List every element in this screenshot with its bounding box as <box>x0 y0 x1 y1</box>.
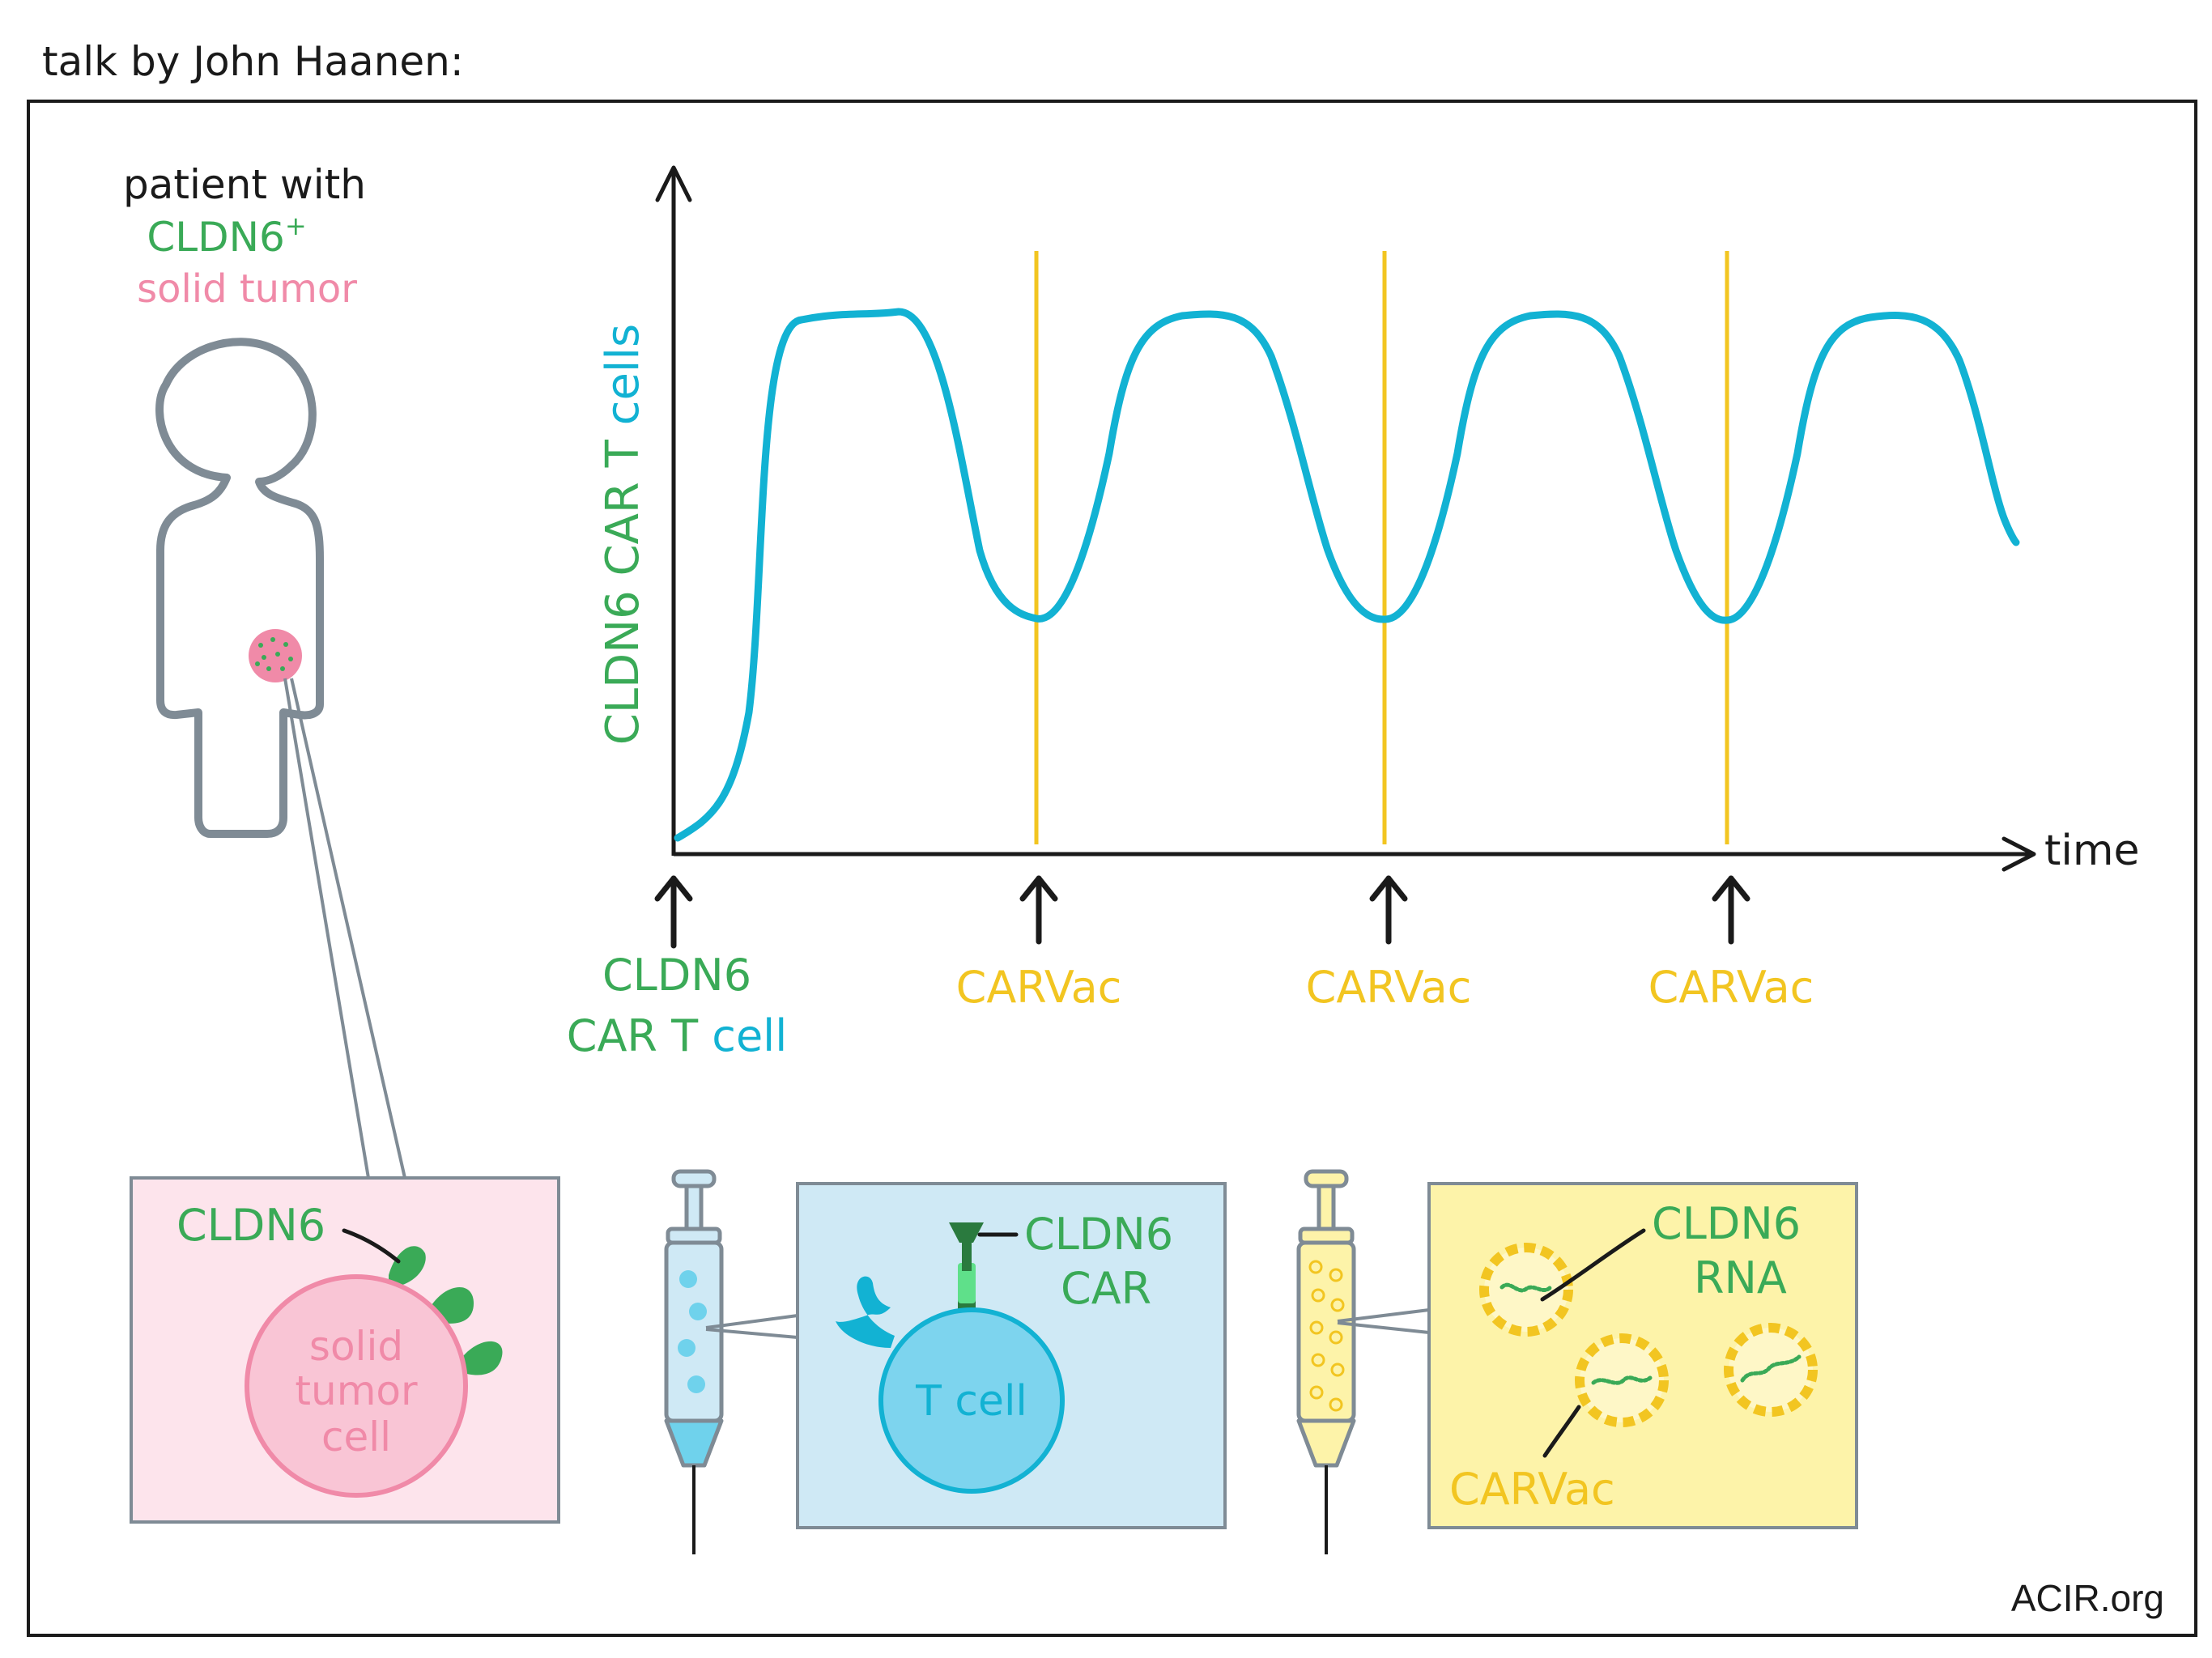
carvac-plunger-rod <box>1317 1184 1336 1233</box>
event-label-carvac-2: CARVac <box>1306 962 1472 1013</box>
tumor-cell-line3: cell <box>321 1414 391 1460</box>
zoom-line-right <box>290 678 406 1179</box>
rna-strands <box>1499 1282 1802 1385</box>
patient-caption: patient with CLDN6+ solid tumor <box>123 161 366 312</box>
patient-line1: patient with <box>123 161 366 208</box>
carvac-zoom-line-2 <box>1337 1321 1430 1334</box>
y-axis-title-part2: cells <box>597 324 649 440</box>
car-t-cell-curve <box>674 308 2020 842</box>
credit: ACIR.org <box>2011 1577 2164 1619</box>
main-frame <box>27 100 2197 1637</box>
event-arrow-carvac-2-head <box>1369 875 1408 902</box>
carvac-flange <box>1298 1226 1355 1245</box>
carvac-zoom-line-1 <box>1337 1308 1430 1323</box>
rna-strand-1 <box>1499 1282 1553 1293</box>
patient-line3: solid tumor <box>137 266 357 312</box>
t-cell <box>878 1307 1065 1494</box>
event-label-car-t-line2: CAR T cell <box>567 1010 787 1061</box>
tumor-spot <box>249 629 302 682</box>
event-label-carvac-1: CARVac <box>956 962 1122 1013</box>
car-label-line1: CLDN6 <box>1024 1209 1173 1260</box>
carvac-pointer <box>1542 1405 1581 1458</box>
x-axis-arrowhead <box>2001 836 2036 872</box>
tumor-cell-line1: solid <box>309 1323 403 1370</box>
event-label-carvac-3: CARVac <box>1648 962 1814 1013</box>
event-arrow-carvac-3-head <box>1712 875 1750 902</box>
y-axis-arrowhead <box>655 165 692 202</box>
syringe-tip <box>664 1418 724 1468</box>
y-axis-title-part1: CLDN6 CAR T <box>597 439 649 745</box>
talk-label: talk by John Haanen: <box>42 38 464 85</box>
tcell-zoom-line-1 <box>705 1314 798 1329</box>
rna-strand-3 <box>1740 1354 1802 1383</box>
patient-silhouette <box>155 338 406 1179</box>
rna-strand-2 <box>1591 1375 1653 1385</box>
carvac-syringe <box>1296 1169 1430 1554</box>
syringe-barrel <box>664 1240 724 1423</box>
x-axis-title: time <box>2044 827 2139 875</box>
patient-line2: CLDN6+ <box>147 210 306 261</box>
rna-label-line2: RNA <box>1694 1252 1787 1303</box>
car-binding-head <box>949 1222 984 1243</box>
cldn6-protein-1 <box>389 1246 426 1287</box>
car-stalk-top <box>962 1239 972 1271</box>
carvac-particle-label: CARVac <box>1449 1464 1615 1515</box>
event-arrow-carvac-1-head <box>1019 875 1058 902</box>
cldn6-pointer <box>342 1228 401 1264</box>
tumor-inset: CLDN6 solid tumor cell <box>130 1176 560 1524</box>
syringe-plunger-cap <box>671 1169 717 1188</box>
rna-label-line1: CLDN6 <box>1652 1198 1801 1249</box>
cldn6-marker-label: CLDN6 <box>177 1200 325 1251</box>
cell-text: cell <box>698 1010 787 1061</box>
tcell-inset: T cell CLDN6 CAR <box>796 1182 1227 1529</box>
tumor-spot-dots <box>255 637 293 671</box>
cldn6-protein-3 <box>460 1341 503 1375</box>
carvac-plunger-cap <box>1304 1169 1349 1188</box>
event-arrows <box>654 875 1750 949</box>
zoom-line-left <box>283 678 370 1179</box>
event-label-car-t-line1: CLDN6 <box>602 950 751 1001</box>
car-label-line2: CAR <box>1061 1263 1151 1314</box>
carvac-particles-in-syringe <box>1308 1260 1345 1412</box>
cldn6-plus: + <box>285 210 307 241</box>
car-stalk-mid <box>958 1263 976 1303</box>
car-t-syringe <box>664 1169 798 1554</box>
lipid-particle-3 <box>1724 1323 1818 1417</box>
tcell-receptor <box>836 1276 895 1348</box>
body-outline <box>155 338 324 838</box>
solid-tumor-cell <box>245 1274 468 1498</box>
tumor-cell-line2: tumor <box>295 1367 418 1414</box>
cldn6-text: CLDN6 <box>147 214 284 261</box>
syringe-flange <box>666 1226 722 1245</box>
car-t-text: CAR T <box>567 1010 699 1061</box>
syringe-t-cells <box>678 1270 707 1393</box>
event-arrow-car-t-head <box>654 875 693 902</box>
syringe-plunger-rod <box>684 1184 704 1233</box>
carvac-syringe-tip <box>1296 1418 1356 1468</box>
carvac-inset-box <box>1427 1182 1858 1529</box>
carvac-barrel <box>1296 1240 1356 1423</box>
tcell-zoom-line-2 <box>705 1328 798 1339</box>
rna-pointer <box>1540 1228 1646 1302</box>
y-axis-title: CLDN6 CAR T cells <box>597 324 649 745</box>
chart: CLDN6 CAR T cells time CLDN6 CAR T cell … <box>567 165 2139 1061</box>
carvac-inset: CLDN6 RNA CARVac <box>1427 1182 1858 1529</box>
t-cell-label: T cell <box>915 1377 1027 1426</box>
